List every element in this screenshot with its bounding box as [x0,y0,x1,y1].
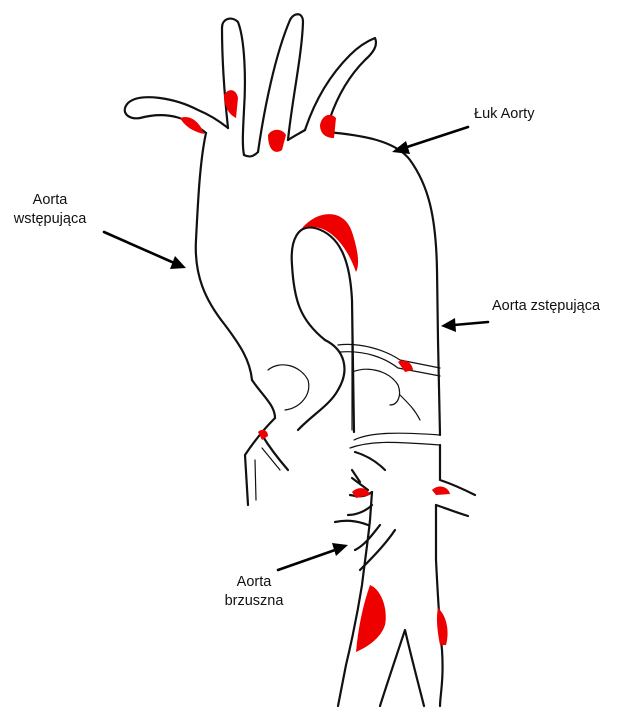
label-abdominal-aorta-line2: brzuszna [210,592,298,611]
celiac-trunk [352,452,385,490]
arrow-descending-aorta [441,318,488,332]
lesion-renal-right [432,487,450,495]
aorta-outline [327,132,440,435]
arrow-ascending-aorta [104,232,186,269]
lesion-abdominal-right [437,608,448,645]
arch-top-wall [244,118,330,156]
arrow-abdominal-aorta [278,543,348,570]
iliac-bifurcation [380,630,424,706]
left-common-carotid [222,19,245,155]
lesion-arch-top [320,115,336,138]
label-ascending-aorta-line2: wstępująca [2,210,98,229]
abdominal-aorta-right-outer-wall [436,505,443,706]
lesion-brachiocephalic [180,117,204,134]
arch-inner-wall [292,227,354,432]
intercostal-artery-loop [352,369,400,405]
label-ascending-aorta-line1: Aorta [2,191,98,210]
label-descending-aorta: Aorta zstępująca [492,297,600,316]
lesion-arch-inner [302,214,358,272]
abdominal-aorta-right-wall [436,445,475,516]
vertebral-branch [305,38,376,130]
brachiocephalic-trunk [125,97,228,133]
lesion-coronary [258,430,268,440]
label-ascending-aorta: Aorta wstępująca [2,191,98,229]
lesion-subclavian [268,130,286,152]
aortic-root [252,340,344,430]
arrow-aortic-arch [392,127,468,154]
label-abdominal-aorta-line1: Aorta [210,573,298,592]
label-aortic-arch: Łuk Aorty [474,105,534,124]
label-abdominal-aorta: Aorta brzuszna [210,573,298,611]
aortic-root-inner [268,365,309,410]
ascending-aorta-outer-wall [196,133,252,380]
intercostal-artery-lower [400,395,420,420]
diaphragm-branch-upper [350,433,440,448]
